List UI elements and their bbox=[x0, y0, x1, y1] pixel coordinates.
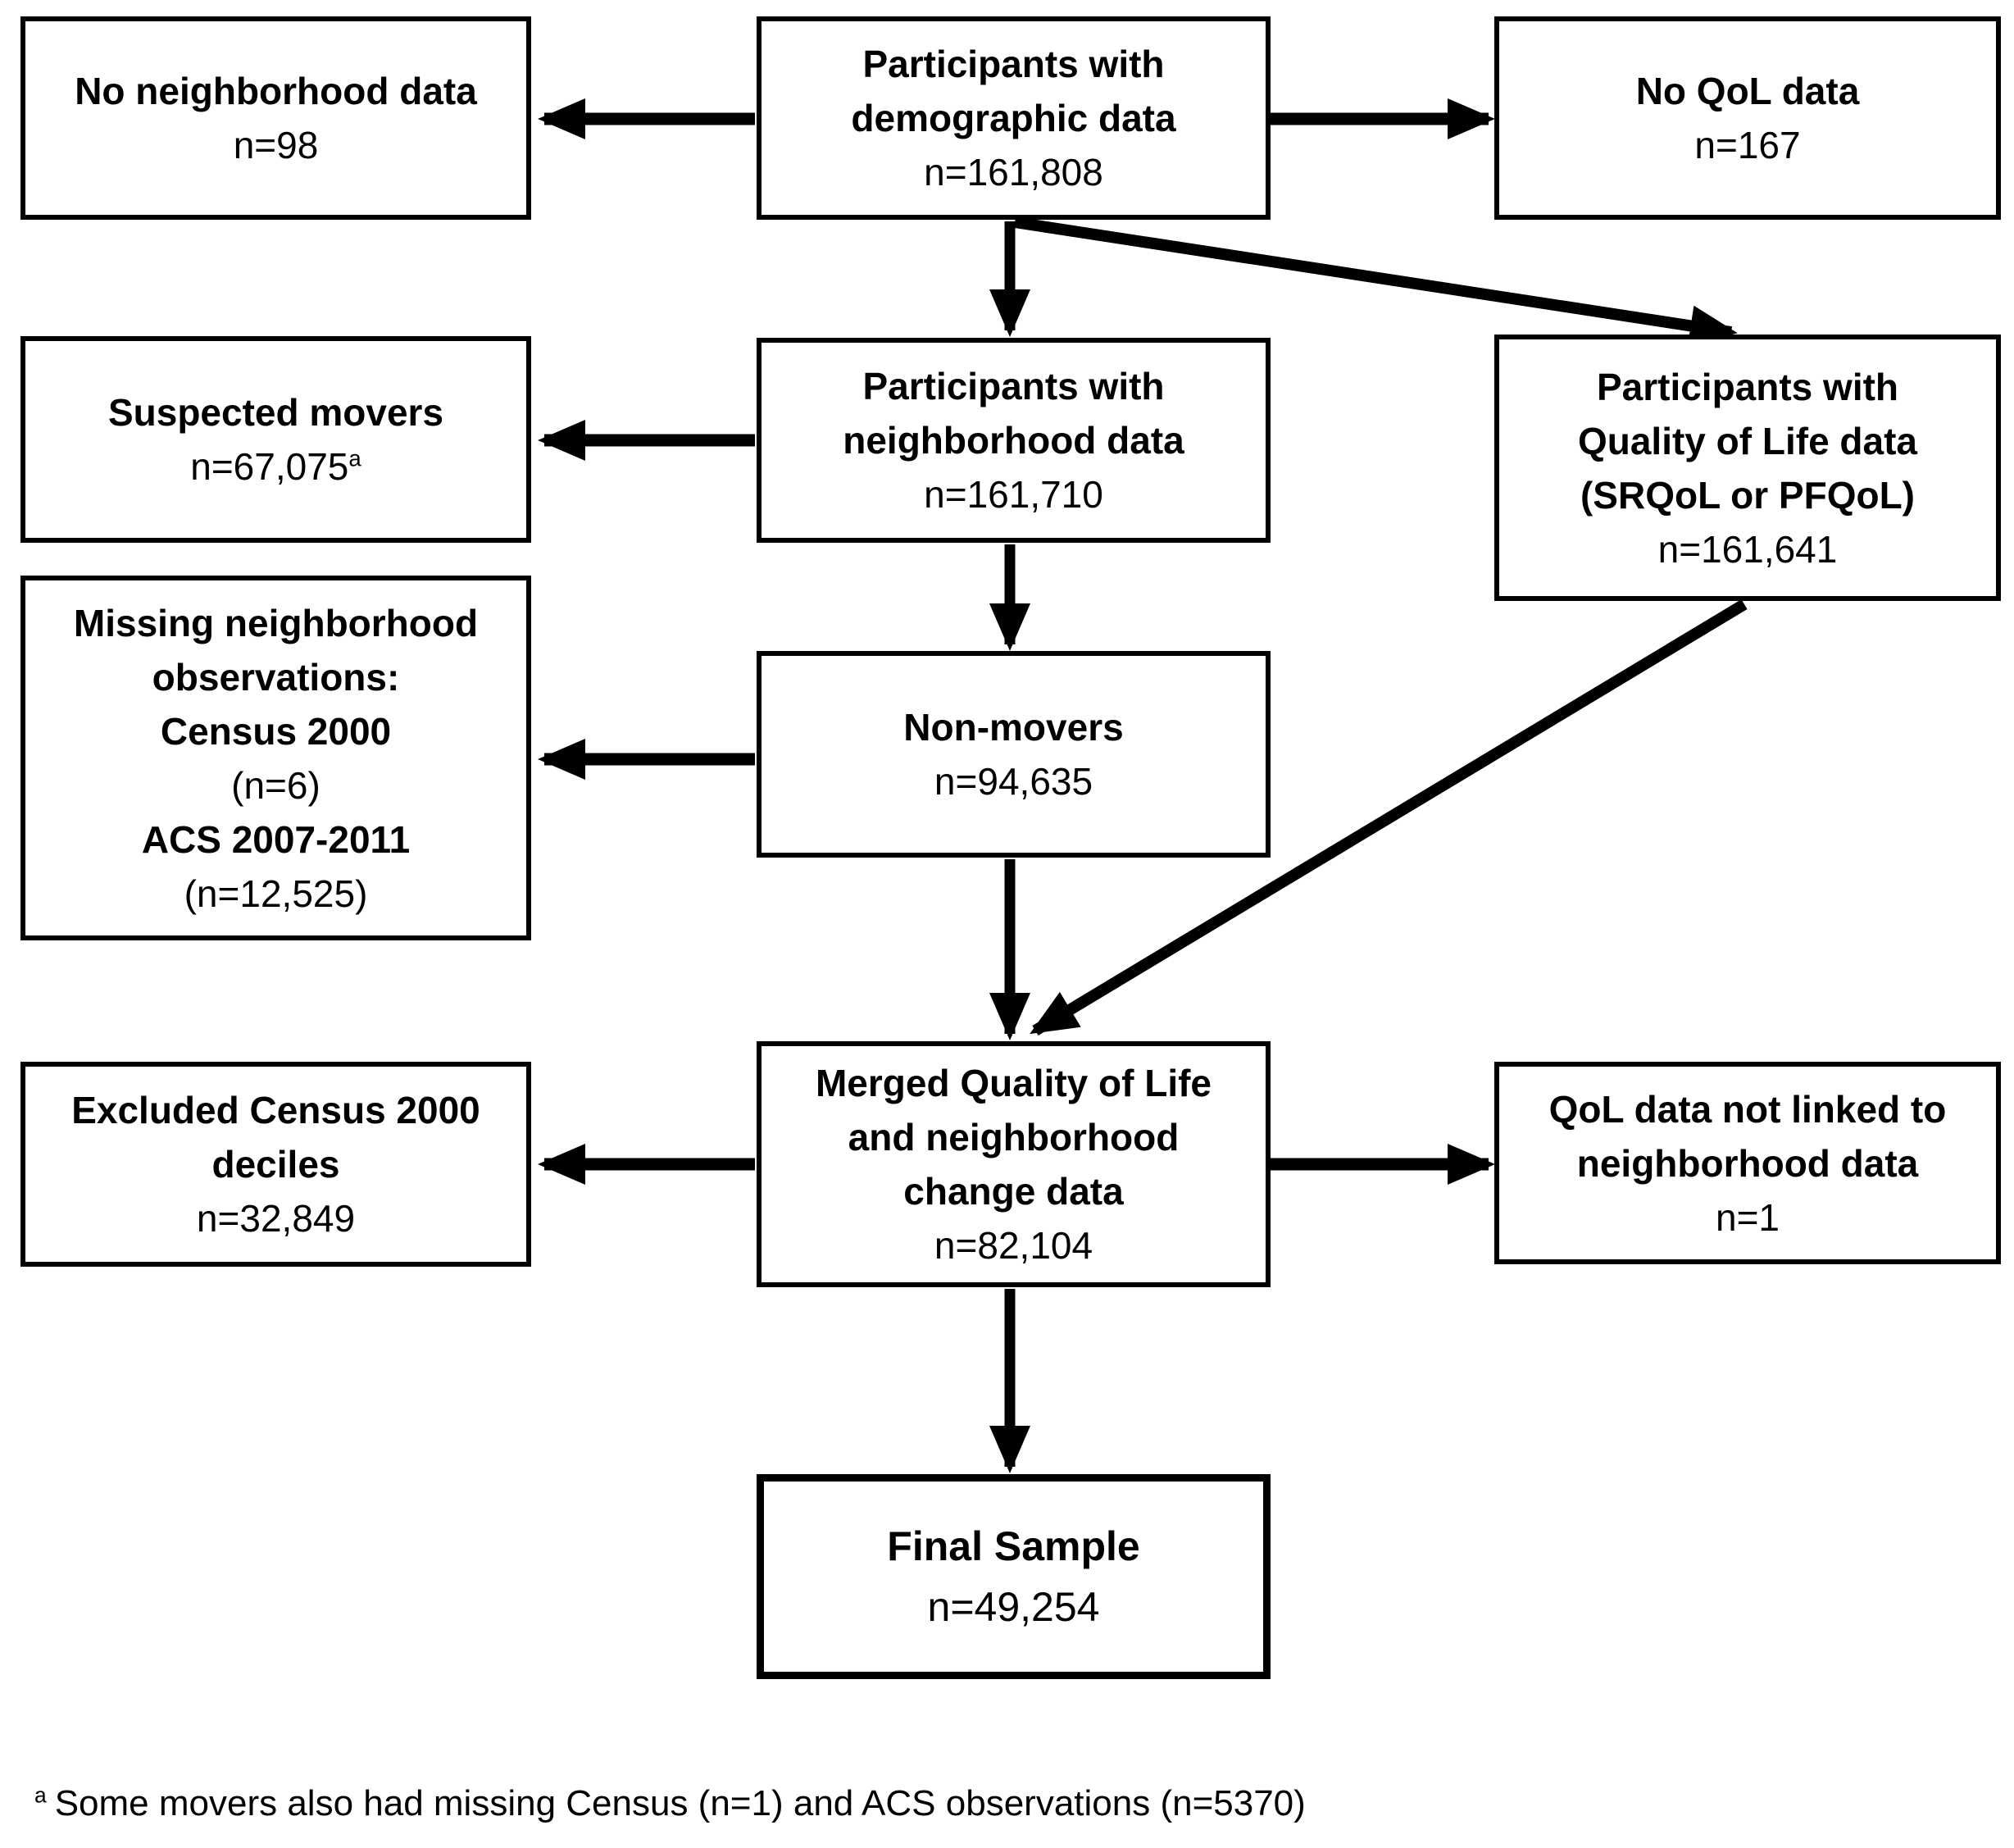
box-label: ACS 2007-2011 bbox=[141, 817, 411, 861]
box-merged-data: Merged Quality of Life and neighborhood … bbox=[757, 1041, 1271, 1287]
box-participants-neighborhood: Participants with neighborhood data n=16… bbox=[757, 338, 1271, 543]
box-label: Census 2000 bbox=[160, 709, 392, 753]
box-label: neighborhood data bbox=[1576, 1141, 1919, 1185]
box-count: (n=12,525) bbox=[184, 872, 368, 915]
box-count: n=1 bbox=[1715, 1195, 1780, 1239]
box-non-movers: Non-movers n=94,635 bbox=[757, 651, 1271, 858]
box-label: Participants with bbox=[862, 365, 1165, 407]
box-label: observations: bbox=[152, 655, 400, 699]
box-qol-not-linked: QoL data not linked to neighborhood data… bbox=[1494, 1062, 2001, 1264]
box-suspected-movers: Suspected movers n=67,075a bbox=[20, 336, 531, 543]
footnote-marker-superscript: a bbox=[348, 445, 361, 471]
box-label: QoL data not linked to bbox=[1548, 1087, 1947, 1131]
box-participants-qol: Participants with Quality of Life data (… bbox=[1494, 335, 2001, 601]
box-label: Participants with bbox=[1596, 365, 1899, 408]
footnote: a Some movers also had missing Census (n=… bbox=[34, 1781, 1306, 1827]
box-count: n=94,635 bbox=[934, 760, 1093, 803]
box-no-qol-data: No QoL data n=167 bbox=[1494, 16, 2001, 220]
arrow-demographic-to-qol bbox=[1013, 216, 1738, 347]
footnote-text: Some movers also had missing Census (n=1… bbox=[54, 1783, 1306, 1823]
box-label: demographic data bbox=[851, 97, 1176, 139]
box-excluded-deciles: Excluded Census 2000 deciles n=32,849 bbox=[20, 1062, 531, 1267]
box-label: Missing neighborhood bbox=[73, 601, 479, 644]
box-label: neighborhood data bbox=[843, 419, 1184, 462]
box-count: n=49,254 bbox=[927, 1584, 1100, 1630]
box-missing-observations: Missing neighborhood observations: Censu… bbox=[20, 576, 531, 940]
box-count: n=161,808 bbox=[924, 151, 1103, 193]
box-label: Quality of Life data bbox=[1577, 419, 1918, 462]
box-label: Suspected movers bbox=[107, 391, 444, 434]
footnote-marker: a bbox=[34, 1782, 47, 1808]
box-label: Merged Quality of Life bbox=[815, 1062, 1212, 1104]
box-label: deciles bbox=[211, 1143, 340, 1186]
box-label: No QoL data bbox=[1635, 70, 1860, 112]
box-count: (n=6) bbox=[231, 763, 321, 807]
box-label: Excluded Census 2000 bbox=[71, 1089, 480, 1131]
box-no-neighborhood-data: No neighborhood data n=98 bbox=[20, 16, 531, 220]
box-count: n=67,075a bbox=[190, 439, 361, 494]
box-count: n=167 bbox=[1694, 124, 1801, 166]
box-label: and neighborhood bbox=[848, 1116, 1180, 1158]
box-count: n=161,710 bbox=[924, 473, 1103, 516]
box-count: n=82,104 bbox=[934, 1224, 1093, 1267]
box-label: (SRQoL or PFQoL) bbox=[1580, 473, 1915, 517]
box-count: n=98 bbox=[233, 124, 319, 166]
box-count: n=161,641 bbox=[1657, 527, 1838, 571]
box-count-value: n=67,075 bbox=[190, 445, 349, 488]
box-participants-demographic: Participants with demographic data n=161… bbox=[757, 16, 1271, 220]
box-final-sample: Final Sample n=49,254 bbox=[757, 1474, 1271, 1679]
box-label: Non-movers bbox=[903, 706, 1124, 749]
box-count: n=32,849 bbox=[196, 1197, 356, 1240]
box-label: change data bbox=[903, 1170, 1124, 1213]
box-label: Final Sample bbox=[887, 1523, 1140, 1569]
box-label: No neighborhood data bbox=[75, 70, 477, 112]
arrow-qol-to-merged bbox=[1030, 599, 1748, 1036]
box-label: Participants with bbox=[862, 43, 1165, 85]
